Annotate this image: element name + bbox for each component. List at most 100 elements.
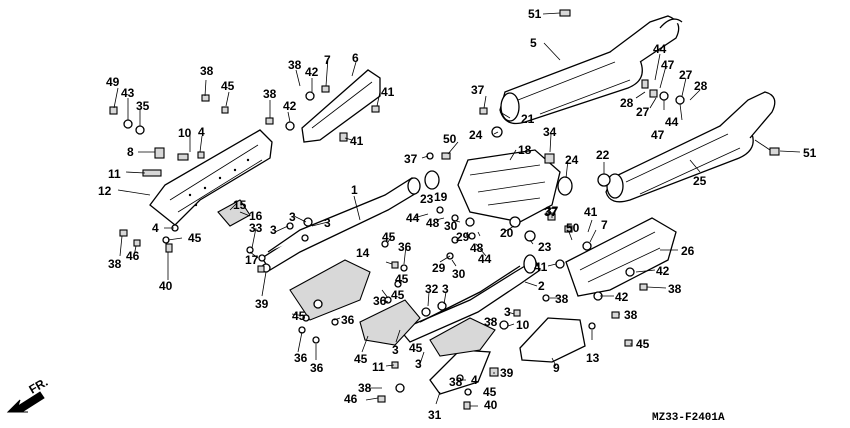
heat-shield-lower [429, 317, 586, 395]
right-muffler [605, 91, 776, 203]
callout-label: 33 [249, 221, 263, 235]
callout-label: 38 [263, 87, 277, 101]
center-chamber [424, 149, 573, 223]
callout-label: 37 [544, 205, 558, 219]
callout-label: 3 [289, 210, 296, 224]
callout-label: 45 [483, 385, 497, 399]
callout-label: 48 [470, 241, 484, 255]
callout-label: 36 [373, 294, 387, 308]
callout-label: 3 [415, 357, 422, 371]
callout-label: 34 [543, 125, 557, 139]
callout-label: 37 [545, 204, 559, 218]
callout-label: 11 [108, 167, 121, 181]
callout-label: 20 [500, 226, 514, 240]
callout-label: 45 [292, 309, 306, 323]
callout-label: 42 [656, 264, 670, 278]
callout-label: 17 [245, 253, 259, 267]
callout-label: 27 [679, 68, 693, 82]
callout-label: 16 [249, 209, 263, 223]
callout-label: 23 [420, 192, 434, 206]
callout-label: 41 [350, 134, 364, 148]
callout-label: 9 [553, 361, 560, 375]
callout-label: 48 [426, 216, 440, 230]
front-direction-label: FR. [27, 375, 51, 397]
exhaust-pipe-front [261, 177, 421, 271]
callout-label: 29 [432, 261, 446, 275]
callout-label: 46 [126, 249, 140, 263]
callout-label: 27 [636, 105, 650, 119]
callout-label: 36 [398, 240, 412, 254]
callout-label: 37 [471, 83, 485, 97]
callout-label: 47 [651, 128, 665, 142]
callout-label: 36 [341, 313, 355, 327]
callout-label: 39 [500, 366, 514, 380]
callout-label: 42 [283, 99, 297, 113]
callout-label: 5 [530, 36, 537, 50]
callout-label: 8 [127, 145, 134, 159]
callout-label: 38 [555, 292, 569, 306]
callout-label: 45 [188, 231, 202, 245]
callout-label: 44 [653, 42, 667, 56]
callout-label: 38 [288, 58, 302, 72]
callout-label: 14 [356, 246, 370, 260]
callout-label: 19 [434, 190, 448, 204]
callout-label: 47 [661, 58, 675, 72]
callout-label: 45 [636, 337, 650, 351]
callout-label: 26 [681, 244, 695, 258]
callout-label: 41 [381, 85, 395, 99]
flange-plates [217, 199, 496, 357]
callout-label: 4 [471, 373, 478, 387]
diagram-code: MZ33-F2401A [652, 412, 725, 424]
callout-label: 10 [178, 126, 192, 140]
callout-label: 3 [504, 305, 511, 319]
callout-label: 28 [694, 79, 708, 93]
callout-label: 40 [484, 398, 498, 412]
callout-label: 38 [108, 257, 122, 271]
callout-label: 38 [449, 375, 463, 389]
heat-shield-right [565, 217, 677, 297]
callout-label: 41 [584, 205, 598, 219]
callout-label: 10 [516, 318, 530, 332]
callout-label: 15 [233, 198, 247, 212]
callout-label: 43 [121, 86, 135, 100]
callout-label: 45 [391, 288, 405, 302]
callout-label: 2 [538, 279, 545, 293]
callout-label: 7 [601, 218, 608, 232]
callout-label: 50 [443, 132, 457, 146]
callout-label: 30 [444, 219, 458, 233]
callout-label: 45 [395, 272, 409, 286]
callout-label: 12 [98, 184, 112, 198]
callout-label: 39 [255, 297, 269, 311]
callout-label: 3 [324, 216, 331, 230]
callout-label: 46 [344, 392, 358, 406]
callout-label: 3 [442, 282, 449, 296]
callout-label: 49 [106, 75, 120, 89]
callout-label: 32 [425, 282, 439, 296]
callout-label: 38 [668, 282, 682, 296]
heat-shield-left [149, 129, 273, 226]
callout-label: 31 [428, 408, 442, 422]
callout-label: 24 [565, 153, 579, 167]
callout-label: 4 [152, 221, 159, 235]
callout-label: 1 [351, 183, 358, 197]
callout-label: 42 [615, 290, 629, 304]
callout-label: 36 [310, 361, 324, 375]
leader-lines [113, 12, 801, 407]
callout-label: 22 [596, 148, 610, 162]
callout-label: 36 [294, 351, 308, 365]
callout-label: 45 [409, 341, 423, 355]
callout-label: 4 [198, 125, 205, 139]
callout-label: 13 [586, 351, 600, 365]
callout-label: 25 [693, 174, 707, 188]
callout-label: 44 [478, 252, 492, 266]
callout-label: 11 [372, 360, 385, 374]
left-muffler [499, 15, 683, 125]
callout-label: 35 [136, 99, 150, 113]
front-direction-arrow-icon [6, 391, 45, 413]
callout-label: 41 [534, 260, 548, 274]
callout-label: 51 [803, 146, 817, 160]
callout-label: 50 [566, 221, 580, 235]
callout-label: 45 [354, 352, 368, 366]
callout-label: 30 [452, 267, 466, 281]
callout-label: 28 [620, 96, 634, 110]
